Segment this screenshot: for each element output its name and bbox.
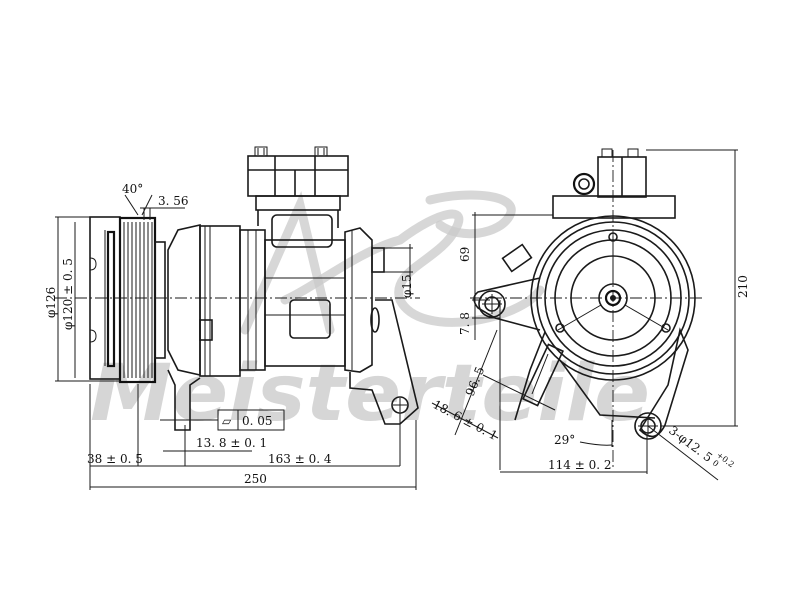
pulley [118,216,166,384]
plate-rivet [661,323,671,333]
dim-port-dia: φ15 [400,274,414,298]
dim-pulley-inner: φ120 ± 0. 5 [61,258,75,330]
flatness-frame [217,409,285,431]
dim-mount-holes-tol-lower: 0 [711,458,720,468]
connector-terminal [314,146,328,157]
right-ear [638,327,689,438]
dim-mount-offset: 7. 8 [458,312,472,335]
front-boss [199,319,213,341]
shaft [604,289,622,307]
front-terminal [601,148,613,158]
flatness-symbol: ▱ [222,414,232,428]
dim-overall-length: 250 [244,472,267,486]
front-bracket [167,369,201,431]
dim-overall-height: 210 [736,275,750,298]
rear-bracket [349,299,419,425]
port [371,247,385,273]
dim-pulley-outer: φ126 [44,287,58,318]
coil-connector [522,343,564,407]
body-window-lower [289,299,331,339]
dim-pulley-offset: 38 ± 0. 5 [87,452,143,466]
rear-housing [344,227,373,373]
side-plug [501,243,533,273]
front-top-block [552,195,676,219]
flatness-value: 0. 05 [242,414,273,428]
front-valve [572,172,596,196]
rear-boss [370,307,380,333]
outer-ring [530,215,696,381]
connector-terminal [254,146,268,157]
dim-groove-pitch: 3. 56 [158,194,189,208]
side-view: 40° 3. 56 φ126 φ120 ± 0. 5 φ15 ▱ 0. 05 1… [44,146,420,490]
left-mount-hole-boss [478,290,506,318]
watermark-a-shape [240,190,335,335]
dim-angle-29: 29° [554,433,575,447]
connector-block [247,155,349,197]
front-terminal [627,148,639,158]
plate-rivet [608,232,618,242]
dim-angle-40: 40° [122,182,143,196]
front-view: 69 7. 8 96. 5 18. 6 ± 0. 1 29° 114 ± 0. … [431,148,750,481]
dim-flange-thickness: 13. 8 ± 0. 1 [196,436,267,450]
clutch-notch [89,257,97,271]
clutch-hub [106,230,116,368]
lower-bracket [559,359,656,419]
lower-strut [514,331,546,421]
body-window [271,214,333,248]
dim-mount-length: 163 ± 0. 4 [268,452,332,466]
clutch-notch [89,329,97,343]
plate-rivet [555,323,565,333]
pulley-bearing [154,241,166,359]
connector-base [255,195,341,211]
dim-upper-height: 69 [458,247,472,262]
dim-hole-spacing: 114 ± 0. 2 [548,458,612,472]
